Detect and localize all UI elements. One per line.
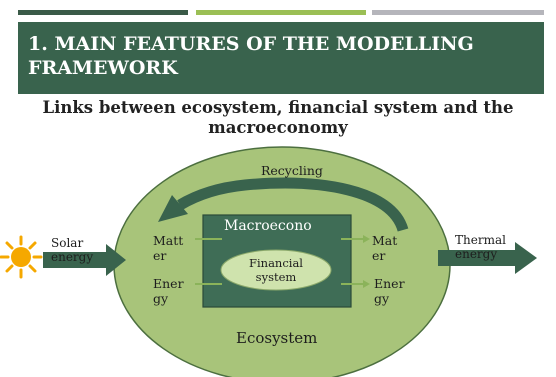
energy-out-line1: Ener — [374, 276, 405, 291]
thermal-label-line2: energy — [455, 247, 498, 261]
thermal-energy-label: Thermal energy — [455, 233, 506, 261]
slide-subtitle-line2: macroeconomy — [208, 118, 348, 137]
matter-in-line1: Matt — [153, 233, 184, 248]
financial-label-line1: Financial — [249, 256, 303, 270]
financial-system-ellipse — [220, 249, 332, 291]
recycling-arrow-head — [158, 195, 188, 222]
energy-out-arrowhead — [363, 280, 370, 288]
title-banner: 1. MAIN FEATURES OF THE MODELLING FRAMEW… — [18, 22, 544, 94]
accent-bar-green — [196, 10, 366, 15]
solar-label-line1: Solar — [51, 236, 84, 250]
accent-bar-dark — [18, 10, 188, 15]
solar-label-line2: energy — [51, 250, 94, 264]
thermal-label-line1: Thermal — [455, 233, 506, 247]
accent-bar-gray — [372, 10, 544, 15]
matter-out-label: Mat er — [372, 233, 397, 263]
slide-title-line1: 1. MAIN FEATURES OF THE MODELLING — [28, 33, 474, 55]
thermal-energy-arrow — [438, 242, 537, 274]
slide-title: 1. MAIN FEATURES OF THE MODELLING FRAMEW… — [28, 32, 538, 80]
slide-title-line2: FRAMEWORK — [28, 57, 178, 79]
solar-energy-label: Solar energy — [51, 236, 93, 264]
energy-in-line1: Ener — [153, 276, 184, 291]
matter-out-line1: Mat — [372, 233, 398, 248]
financial-label-line2: system — [255, 270, 297, 284]
slide-subtitle-line1: Links between ecosystem, financial syste… — [42, 98, 514, 117]
solar-energy-arrow — [43, 244, 126, 276]
slide-subtitle: Links between ecosystem, financial syste… — [0, 98, 556, 138]
matter-out-line3: er — [372, 248, 386, 263]
matter-out-arrowhead — [363, 235, 370, 243]
energy-out-label: Ener gy — [374, 276, 405, 306]
recycling-label: Recycling — [261, 163, 323, 178]
recycling-arrow — [177, 177, 409, 232]
matter-in-line2: er — [153, 248, 167, 263]
ecosystem-label: Ecosystem — [236, 329, 318, 347]
energy-in-line2: gy — [153, 291, 169, 306]
sun-icon — [0, 235, 43, 279]
macroeconomy-label: Macroecono — [224, 218, 312, 234]
energy-out-line2: gy — [374, 291, 390, 306]
matter-in-label: Matt er — [153, 233, 183, 263]
energy-in-label: Ener gy — [153, 276, 184, 306]
financial-system-label: Financial system — [240, 256, 312, 284]
